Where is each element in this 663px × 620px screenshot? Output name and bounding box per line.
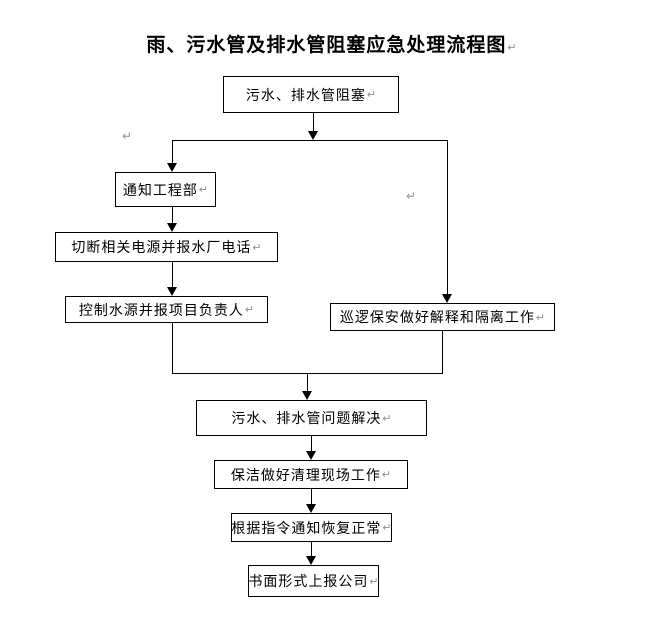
flow-box-label: 巡逻保安做好解释和隔离工作 xyxy=(339,309,535,325)
paragraph-mark-icon: ↵ xyxy=(382,412,392,425)
flow-box-control-water: 控制水源并报项目负责人↵ xyxy=(65,296,268,323)
arrowhead-down-icon xyxy=(442,294,452,303)
flow-box-start: 污水、排水管阻塞↵ xyxy=(223,76,399,113)
arrowhead-down-icon xyxy=(167,287,177,296)
arrowhead-down-icon xyxy=(306,451,316,460)
flow-box-problem-solved: 污水、排水管问题解决↵ xyxy=(196,400,427,436)
paragraph-mark-icon: ↵ xyxy=(244,304,255,316)
flow-box-label: 保洁做好清理现场工作 xyxy=(230,466,381,483)
paragraph-mark-icon: ↵ xyxy=(122,129,133,143)
paragraph-mark-icon: ↵ xyxy=(535,311,546,324)
flow-box-written-report: 书面形式上报公司↵ xyxy=(248,565,379,597)
flow-box-restore-normal: 根据指令通知恢复正常↵ xyxy=(231,513,392,542)
flow-line-left-branch xyxy=(172,140,173,163)
page-title: 雨、污水管及排水管阻塞应急处理流程图↵ xyxy=(0,30,663,57)
flow-box-label: 污水、排水管阻塞 xyxy=(245,86,366,103)
paragraph-mark-icon: ↵ xyxy=(382,522,392,534)
page-title-text: 雨、污水管及排水管阻塞应急处理流程图 xyxy=(146,35,507,56)
flow-box-label: 书面形式上报公司 xyxy=(248,573,369,589)
flow-line-right-branch xyxy=(447,140,448,294)
paragraph-mark-icon: ↵ xyxy=(381,469,392,481)
flow-box-label: 污水、排水管问题解决 xyxy=(231,410,382,426)
flow-line-cleanup-to-restore xyxy=(311,489,312,504)
paragraph-mark-icon: ↵ xyxy=(406,189,417,203)
paragraph-mark-icon: ↵ xyxy=(369,575,379,588)
flow-line-restore-to-report xyxy=(311,542,312,556)
flow-box-label: 切断相关电源并报水厂电话 xyxy=(71,239,252,255)
flow-box-security-isolation: 巡逻保安做好解释和隔离工作↵ xyxy=(330,303,555,331)
arrowhead-down-icon xyxy=(167,163,177,172)
arrowhead-down-icon xyxy=(306,556,316,565)
flow-box-label: 控制水源并报项目负责人 xyxy=(78,301,244,318)
paragraph-mark-icon: ↵ xyxy=(252,241,262,254)
flow-line-start-down xyxy=(313,113,314,132)
paragraph-mark-icon: ↵ xyxy=(366,89,377,101)
flow-line-merge-right xyxy=(442,331,443,373)
paragraph-mark-icon: ↵ xyxy=(198,184,209,196)
arrowhead-down-icon xyxy=(302,391,312,400)
flow-line-cut-to-control xyxy=(172,262,173,287)
flow-box-notify-engineering: 通知工程部↵ xyxy=(115,172,216,207)
flow-box-site-cleanup: 保洁做好清理现场工作↵ xyxy=(214,460,408,489)
arrowhead-down-icon xyxy=(306,504,316,513)
flow-line-merge-left xyxy=(172,323,173,373)
flow-box-label: 根据指令通知恢复正常 xyxy=(231,519,382,536)
flow-box-cut-power: 切断相关电源并报水厂电话↵ xyxy=(55,232,278,262)
paragraph-mark-icon: ↵ xyxy=(507,42,517,54)
flow-line-solved-to-cleanup xyxy=(311,436,312,451)
arrowhead-down-icon xyxy=(167,223,177,232)
flow-line-notify-to-cut xyxy=(172,207,173,223)
arrowhead-down-icon xyxy=(308,131,318,140)
flow-line-split-bar xyxy=(172,140,448,141)
flow-line-merge-down xyxy=(307,373,308,391)
flow-box-label: 通知工程部 xyxy=(122,181,198,198)
